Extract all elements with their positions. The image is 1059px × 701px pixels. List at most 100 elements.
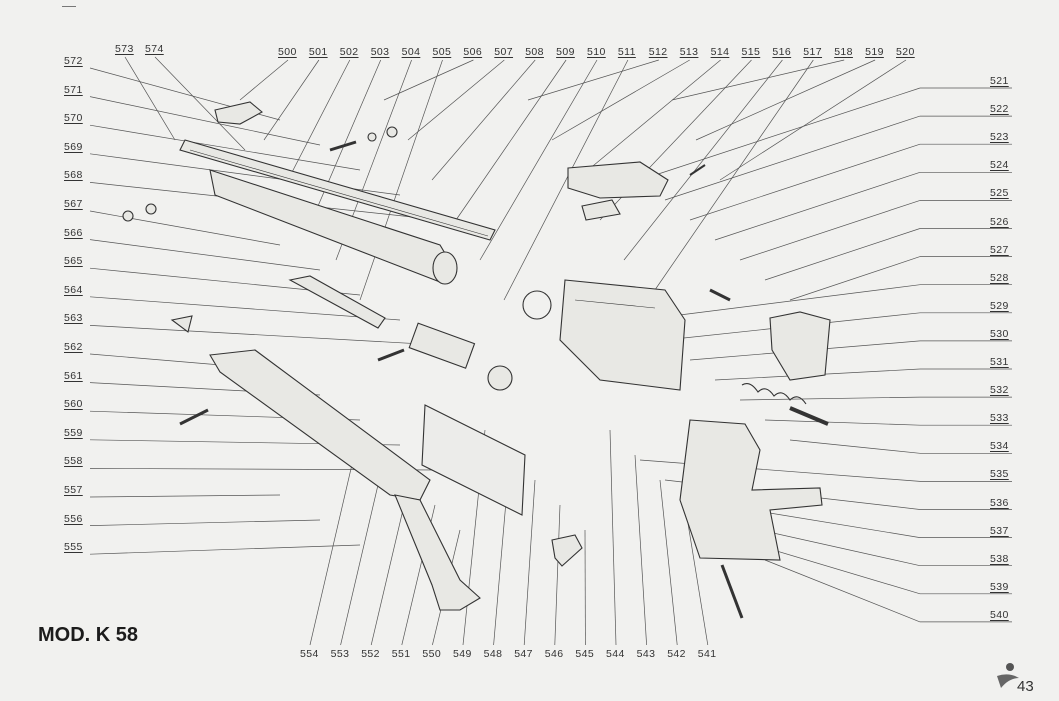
part-label-565: 565 xyxy=(64,255,83,268)
part-label-505: 505 xyxy=(432,46,452,58)
part-label-560: 560 xyxy=(64,398,83,411)
nut-part xyxy=(122,210,134,222)
part-label-509: 509 xyxy=(556,46,575,58)
screw-part xyxy=(179,408,209,426)
part-label-556: 556 xyxy=(64,512,83,525)
part-label-538: 538 xyxy=(990,552,1009,565)
leader-line xyxy=(527,59,659,101)
part-label-563: 563 xyxy=(64,312,83,325)
latch-part xyxy=(581,199,621,221)
leader-line xyxy=(684,504,709,646)
edge-mark xyxy=(62,6,76,7)
part-label-547: 547 xyxy=(514,648,533,660)
part-label-559: 559 xyxy=(64,426,83,439)
part-label-529: 529 xyxy=(990,299,1009,312)
leader-line xyxy=(554,504,561,646)
part-label-530: 530 xyxy=(990,327,1009,340)
leader-line xyxy=(664,115,921,201)
leader-line xyxy=(689,143,921,221)
part-label-548: 548 xyxy=(483,648,503,660)
leader-line xyxy=(89,519,321,526)
leader-line xyxy=(89,325,441,346)
leader-line xyxy=(623,59,783,261)
leader-line xyxy=(764,228,921,281)
part-label-527: 527 xyxy=(990,243,1009,256)
leader-line xyxy=(89,544,361,555)
lever-part xyxy=(288,275,386,329)
part-drawings xyxy=(122,101,831,619)
part-label-523: 523 xyxy=(990,131,1009,144)
leader-line xyxy=(287,59,351,181)
leader-line xyxy=(739,200,921,261)
part-label-568: 568 xyxy=(64,169,83,182)
leader-line xyxy=(789,256,921,301)
leader-line xyxy=(671,59,845,101)
part-label-514: 514 xyxy=(710,46,730,58)
rod-part xyxy=(709,288,731,302)
part-label-544: 544 xyxy=(606,648,625,660)
leader-line xyxy=(359,59,443,301)
spring-part xyxy=(720,564,744,619)
part-label-561: 561 xyxy=(64,369,83,382)
part-label-502: 502 xyxy=(339,46,359,58)
leader-line xyxy=(639,284,921,321)
part-label-506: 506 xyxy=(463,46,483,58)
cover-part xyxy=(567,161,669,199)
part-label-573: 573 xyxy=(115,43,134,55)
leader-lines xyxy=(89,56,1012,646)
stock-part xyxy=(209,349,431,501)
part-label-524: 524 xyxy=(990,159,1009,172)
part-label-542: 542 xyxy=(667,648,686,660)
rear-sight-part xyxy=(769,311,831,381)
stock-arm-part xyxy=(394,494,481,611)
bolt-part xyxy=(789,406,829,426)
leader-line xyxy=(634,454,647,646)
part-label-555: 555 xyxy=(64,541,83,554)
trigger-part xyxy=(551,534,583,567)
part-label-564: 564 xyxy=(64,283,83,296)
leader-line xyxy=(89,96,321,146)
part-label-539: 539 xyxy=(990,580,1009,593)
leader-line xyxy=(503,59,629,301)
leader-line xyxy=(639,87,921,181)
part-label-516: 516 xyxy=(772,46,792,58)
part-label-507: 507 xyxy=(494,46,514,58)
part-label-503: 503 xyxy=(370,46,390,58)
leader-line xyxy=(89,296,401,321)
part-label-504: 504 xyxy=(401,46,421,58)
rod-part xyxy=(689,164,706,176)
part-label-500: 500 xyxy=(278,46,297,58)
leader-line xyxy=(154,56,246,151)
part-label-508: 508 xyxy=(525,46,544,58)
sight-part xyxy=(214,101,263,125)
receiver-part xyxy=(574,299,656,309)
part-label-533: 533 xyxy=(990,412,1009,425)
leader-line xyxy=(523,479,536,646)
part-label-534: 534 xyxy=(990,440,1009,453)
nut-part xyxy=(145,203,157,215)
leader-line xyxy=(479,59,598,261)
part-label-570: 570 xyxy=(64,112,83,125)
part-label-554: 554 xyxy=(300,648,319,660)
leader-line xyxy=(89,239,321,271)
leader-line xyxy=(263,59,320,141)
part-label-569: 569 xyxy=(64,140,83,153)
part-label-550: 550 xyxy=(422,648,442,660)
nut-part xyxy=(386,126,398,138)
leader-line xyxy=(89,124,361,171)
model-title: MOD. K 58 xyxy=(38,624,139,646)
leader-line xyxy=(764,559,921,623)
barrel-part xyxy=(189,149,489,237)
part-label-543: 543 xyxy=(636,648,656,660)
leader-line xyxy=(89,494,281,498)
part-label-521: 521 xyxy=(990,75,1009,87)
publisher-logo-icon xyxy=(997,663,1019,688)
part-label-567: 567 xyxy=(64,198,83,210)
part-label-522: 522 xyxy=(990,103,1009,116)
leader-line xyxy=(695,59,876,141)
part-label-545: 545 xyxy=(575,648,595,660)
part-label-528: 528 xyxy=(990,271,1009,284)
part-label-515: 515 xyxy=(741,46,761,58)
leader-line xyxy=(764,419,921,426)
